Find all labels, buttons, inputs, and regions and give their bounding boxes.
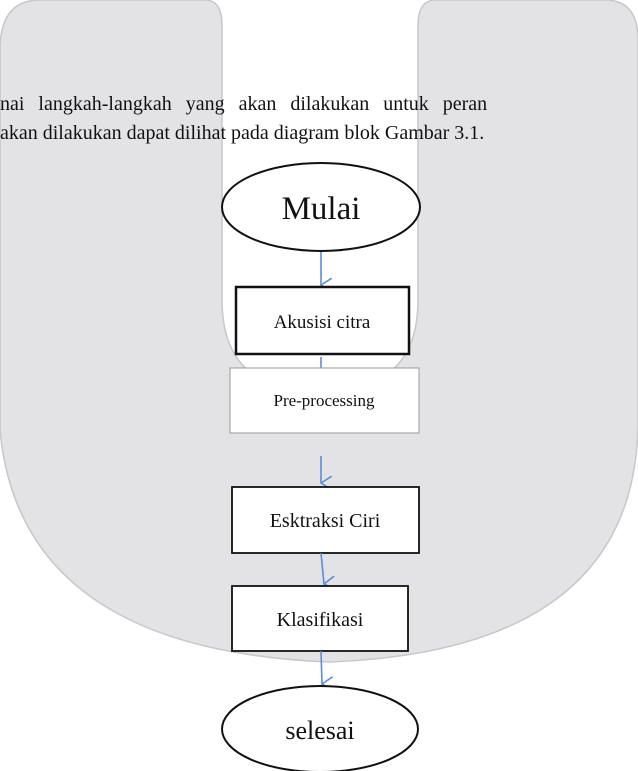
end-node [221,685,419,771]
step-box-klasifikasi [231,585,409,652]
step-label-esktraksi-ciri: Esktraksi Ciri [270,510,381,532]
start-label: Mulai [282,191,361,227]
step-box-esktraksi-ciri [231,486,420,554]
arrow-step4-to-end [320,650,322,684]
step-label-akusisi-citra: Akusisi citra [274,312,371,333]
paragraph-line-2: akan dilakukan dapat dilihat pada diagra… [0,122,485,144]
arrow-step3-to-step4 [320,552,324,584]
step-box-akusisi-citra [234,285,411,356]
start-node [221,162,421,252]
end-label: selesai [285,716,354,745]
step-label-klasifikasi: Klasifikasi [277,609,364,631]
step-label-pre-processing: Pre-processing [273,391,375,410]
step-box-pre-processing [229,367,420,434]
paragraph-line-1: nai langkah-langkah yang akan dilakukan … [0,93,488,115]
